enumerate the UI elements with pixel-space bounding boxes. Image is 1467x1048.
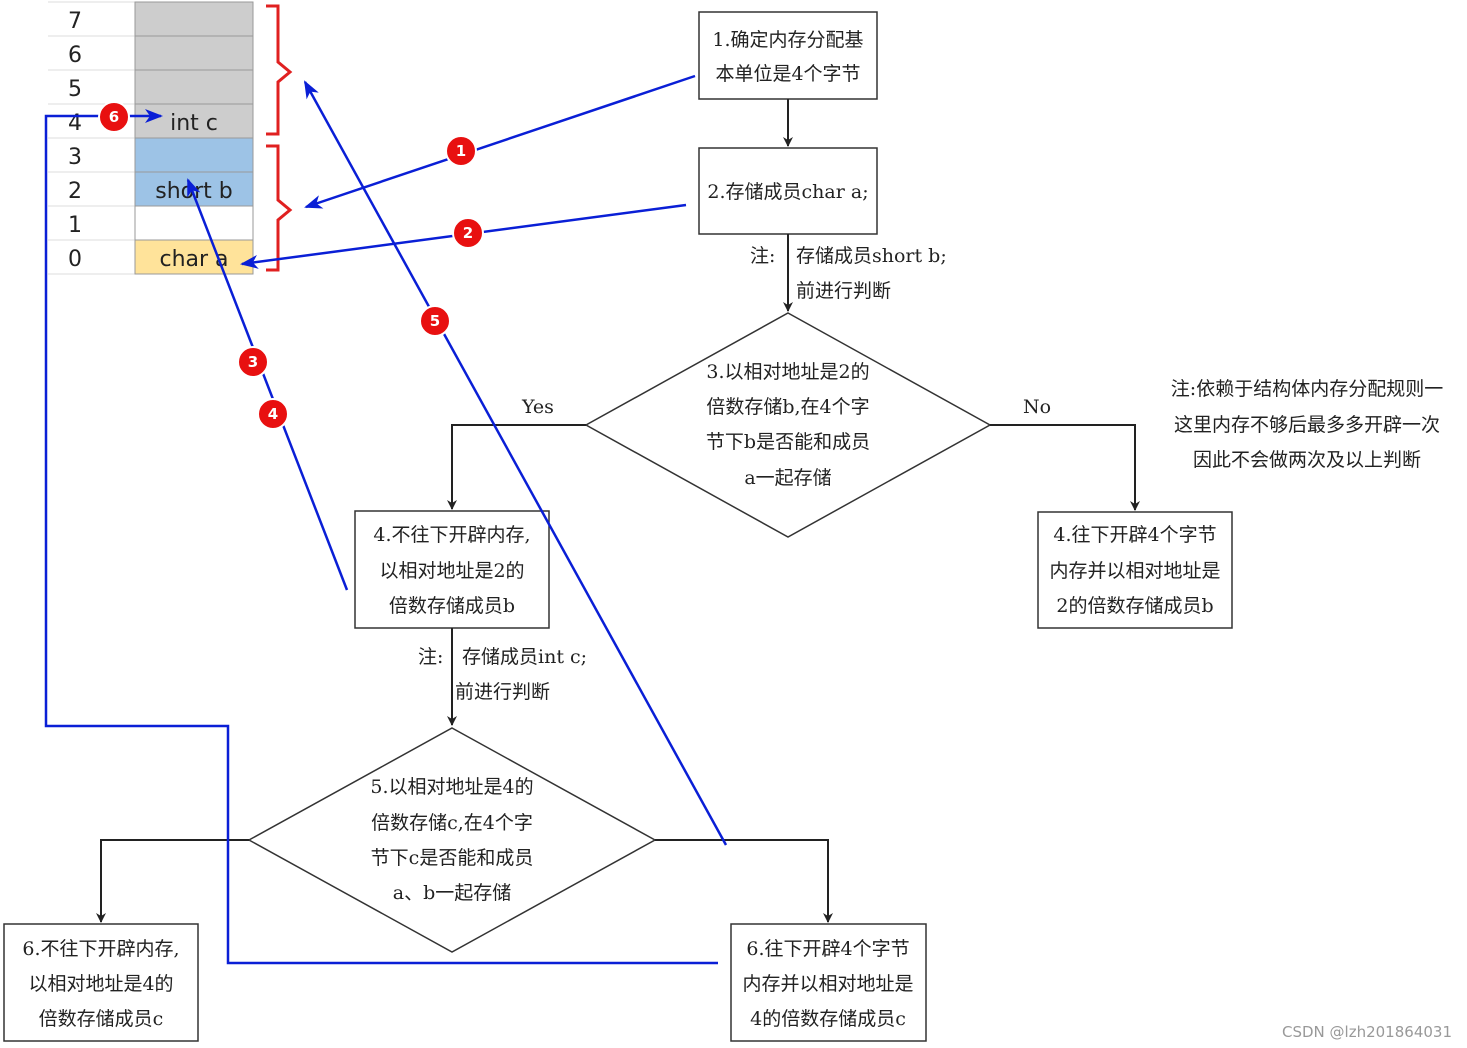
step-5-line-3: 节下c是否能和成员 (371, 847, 534, 869)
note-c-line-1: 存储成员int c; (462, 646, 587, 668)
badge-1: 1 (445, 135, 477, 167)
step-1-line-1: 1.确定内存分配基 (712, 29, 863, 51)
badge-2: 2 (452, 217, 484, 249)
memory-index-7: 7 (68, 9, 82, 34)
flow-step-2: 2.存储成员char a; (698, 147, 878, 235)
step-6-right-line-2: 内存并以相对地址是 (742, 973, 913, 995)
flow-arrow-no (990, 424, 1140, 511)
memory-index-2: 2 (68, 179, 82, 204)
note-b-line-1: 存储成员short b; (796, 245, 947, 267)
step-6-left-line-1: 6.不往下开辟内存, (22, 938, 179, 960)
badge-5: 5 (419, 305, 451, 337)
svg-text:3: 3 (248, 353, 258, 371)
memory-index-5: 5 (68, 77, 82, 102)
note-c-prefix: 注: (418, 646, 443, 668)
svg-text:6: 6 (109, 108, 119, 126)
badge-3: 3 (237, 346, 269, 378)
step-4-no-line-3: 2的倍数存储成员b (1056, 595, 1213, 617)
memory-index-6: 6 (68, 43, 82, 68)
step-4-no-line-1: 4.往下开辟4个字节 (1053, 524, 1216, 546)
memory-label-short-b: short b (155, 179, 233, 204)
flow-step-6-left: 6.不往下开辟内存, 以相对地址是4的 倍数存储成员c (3, 923, 199, 1042)
step-6-right-line-1: 6.往下开辟4个字节 (746, 938, 909, 960)
memory-cell-7 (134, 1, 254, 37)
memory-index-3: 3 (68, 145, 82, 170)
blue-arrow-6 (44, 109, 718, 965)
note-b-line-2: 前进行判断 (796, 280, 891, 302)
no-label: No (1023, 396, 1051, 418)
bracket-lower (266, 144, 293, 272)
step-1-line-2: 本单位是4个字节 (715, 63, 860, 85)
note-before-b: 注: 存储成员short b; 前进行判断 (750, 245, 947, 302)
note-b-prefix: 注: (750, 245, 775, 267)
svg-text:2: 2 (463, 224, 473, 242)
step-6-left-line-2: 以相对地址是4的 (28, 973, 173, 995)
step-4-no-line-2: 内存并以相对地址是 (1049, 560, 1220, 582)
memory-row-7: 7 (48, 1, 254, 37)
badge-6: 6 (98, 101, 130, 133)
memory-row-6: 6 (48, 35, 254, 71)
step-2-line-1: 2.存储成员char a; (707, 181, 868, 203)
memory-index-0: 0 (68, 247, 82, 272)
memory-index-1: 1 (68, 213, 82, 238)
memory-table: 7 6 5 4 int c 3 2 short b (48, 1, 254, 275)
watermark: CSDN @lzh201864031 (1282, 1023, 1452, 1041)
flow-step-5-decision: 5.以相对地址是4的 倍数存储c,在4个字 节下c是否能和成员 a、b一起存储 (247, 727, 657, 953)
flow-step-4-yes: 4.不往下开辟内存, 以相对地址是2的 倍数存储成员b (354, 510, 550, 629)
side-note-line-3: 因此不会做两次及以上判断 (1193, 449, 1421, 471)
blue-arrow-5 (303, 80, 728, 846)
memory-row-5: 5 (48, 69, 254, 105)
flow-step-1: 1.确定内存分配基 本单位是4个字节 (698, 11, 878, 100)
flow-arrow-yes (447, 424, 586, 510)
blue-arrow-3-4 (186, 178, 349, 591)
side-note: 注:依赖于结构体内存分配规则一 这里内存不够后最多多开辟一次 因此不会做两次及以… (1171, 378, 1443, 471)
memory-cell-5 (134, 69, 254, 105)
blue-arrow-1 (304, 74, 696, 209)
memory-row-4: 4 int c (48, 103, 254, 139)
yes-label: Yes (521, 396, 554, 418)
step-4-yes-line-2: 以相对地址是2的 (379, 560, 524, 582)
memory-cell-3 (134, 137, 254, 173)
bracket-upper (266, 4, 293, 136)
flow-step-3-decision: 3.以相对地址是2的 倍数存储b,在4个字 节下b是否能和成员 a一起存储 (584, 312, 992, 538)
note-c-line-2: 前进行判断 (455, 681, 550, 703)
flow-step-4-no: 4.往下开辟4个字节 内存并以相对地址是 2的倍数存储成员b (1037, 511, 1233, 629)
memory-cell-6 (134, 35, 254, 71)
memory-row-1: 1 (48, 205, 254, 241)
memory-row-3: 3 (48, 137, 254, 173)
side-note-line-1: 注:依赖于结构体内存分配规则一 (1171, 378, 1443, 400)
step-5-line-4: a、b一起存储 (393, 882, 512, 904)
flow-arrow-5-left (96, 839, 249, 923)
svg-text:4: 4 (268, 405, 278, 423)
step-3-line-3: 节下b是否能和成员 (706, 431, 870, 453)
memory-cell-1 (134, 205, 254, 241)
step-5-line-2: 倍数存储c,在4个字 (371, 812, 533, 834)
flow-arrow-5-right (655, 839, 833, 923)
step-6-right-line-3: 4的倍数存储成员c (750, 1008, 906, 1030)
svg-text:1: 1 (456, 142, 466, 160)
step-3-line-2: 倍数存储b,在4个字 (706, 396, 869, 418)
note-before-c: 注: 存储成员int c; 前进行判断 (418, 646, 587, 703)
memory-label-char-a: char a (159, 247, 228, 272)
step-4-yes-line-1: 4.不往下开辟内存, (373, 524, 530, 546)
flow-step-6-right: 6.往下开辟4个字节 内存并以相对地址是 4的倍数存储成员c (730, 923, 927, 1042)
step-5-line-1: 5.以相对地址是4的 (370, 776, 533, 798)
side-note-line-2: 这里内存不够后最多多开辟一次 (1174, 414, 1440, 436)
memory-label-int-c: int c (170, 111, 218, 136)
step-4-yes-line-3: 倍数存储成员b (389, 595, 515, 617)
step-6-left-line-3: 倍数存储成员c (39, 1008, 164, 1030)
step-3-line-4: a一起存储 (744, 467, 831, 489)
badge-4: 4 (257, 398, 289, 430)
step-3-line-1: 3.以相对地址是2的 (706, 361, 869, 383)
svg-text:5: 5 (430, 312, 440, 330)
memory-row-2: 2 short b (48, 171, 254, 207)
